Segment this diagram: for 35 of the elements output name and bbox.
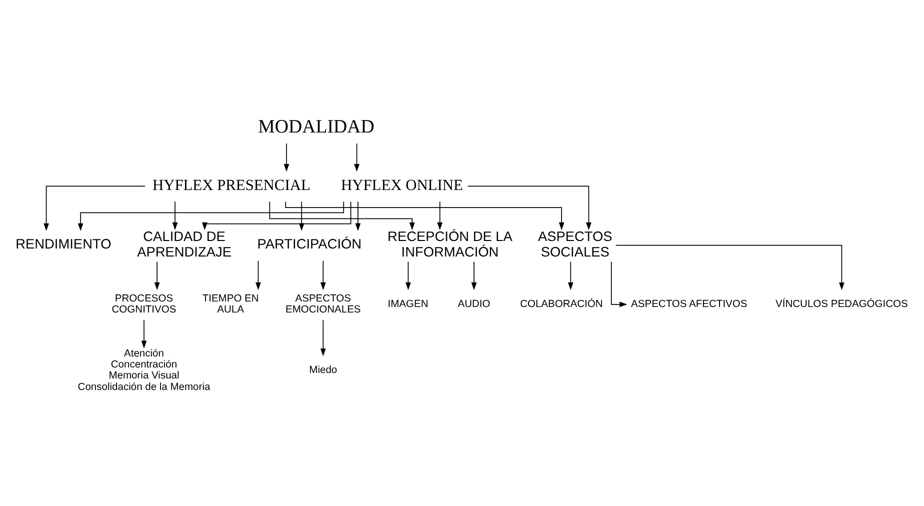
node-text: Atención Concentración Memoria Visual Consolidación de la Memoria — [78, 348, 210, 393]
arrow — [320, 260, 326, 290]
node-text: CALIDAD DE APRENDIZAJE — [137, 228, 232, 260]
node-text: TIEMPO EN AULA — [202, 294, 259, 316]
node-text: PROCESOS COGNITIVOS — [112, 294, 176, 316]
node-text: ASPECTOS EMOCIONALES — [285, 294, 361, 316]
arrow — [406, 261, 411, 290]
node-text: IMAGEN — [388, 299, 428, 310]
node-text: ASPECTOS AFECTIVOS — [631, 299, 748, 310]
arrow — [437, 201, 443, 230]
node-text: RECEPCIÓN DE LA INFORMACIÓN — [388, 228, 512, 260]
node-text: ASPECTOS SOCIALES — [538, 228, 612, 260]
node-text: AUDIO — [458, 299, 490, 310]
arrow — [354, 143, 360, 172]
arrow — [284, 143, 290, 172]
node-text: VÍNCULOS PEDAGÓGICOS — [776, 299, 908, 310]
arrow — [44, 186, 146, 232]
arrow — [615, 244, 844, 290]
arrow — [141, 320, 147, 348]
arrow — [471, 261, 477, 290]
node-text: MODALIDAD — [258, 116, 374, 138]
arrow — [320, 320, 326, 356]
node-text: HYFLEX PRESENCIAL — [152, 176, 310, 194]
node-text: Miedo — [309, 365, 338, 376]
arrow — [172, 201, 178, 230]
node-text: RENDIMIENTO — [16, 236, 112, 252]
node-text: PARTICIPACIÓN — [257, 236, 362, 252]
node-text: COLABORACIÓN — [520, 299, 603, 310]
arrow — [256, 260, 261, 290]
arrow — [467, 186, 592, 230]
arrow — [610, 261, 628, 308]
node-text: HYFLEX ONLINE — [341, 176, 463, 194]
arrow — [154, 261, 160, 290]
arrow — [568, 261, 574, 290]
arrow — [355, 201, 361, 231]
